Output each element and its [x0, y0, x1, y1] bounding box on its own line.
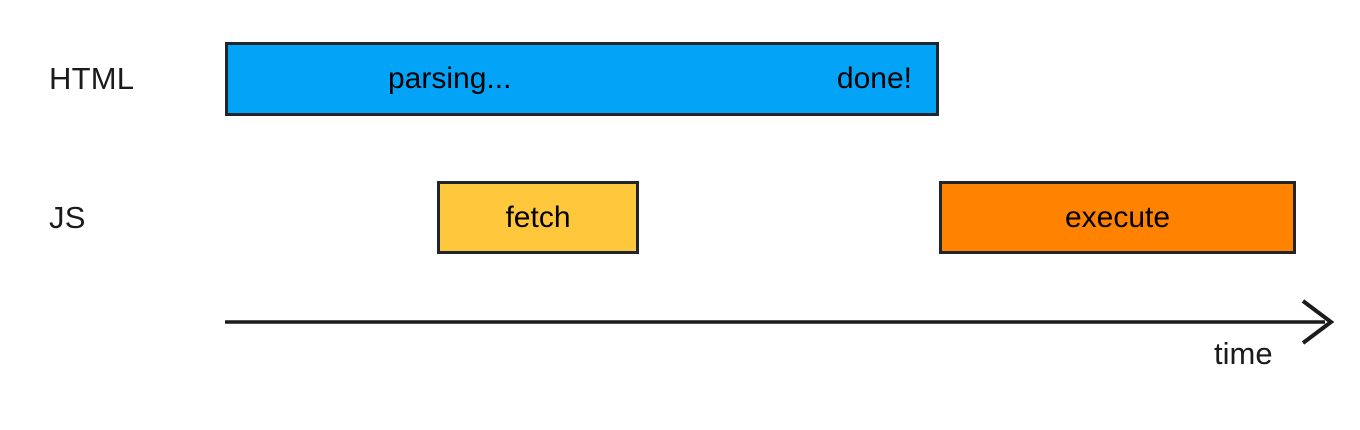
timeline-block-parsing: parsing... done!: [225, 42, 939, 116]
timeline-block-execute: execute: [939, 181, 1296, 254]
axis-label-time: time: [1214, 336, 1273, 371]
row-label-js: JS: [49, 200, 86, 235]
block-label-execute: execute: [1064, 200, 1171, 234]
timeline-block-fetch: fetch: [437, 181, 639, 254]
block-label-fetch: fetch: [505, 200, 571, 234]
block-label-parsing: parsing...: [388, 62, 512, 95]
row-label-html: HTML: [49, 61, 135, 96]
time-axis-arrow: [225, 299, 1335, 345]
block-label-done: done!: [836, 62, 912, 95]
arrow-right-icon: [1301, 299, 1335, 345]
